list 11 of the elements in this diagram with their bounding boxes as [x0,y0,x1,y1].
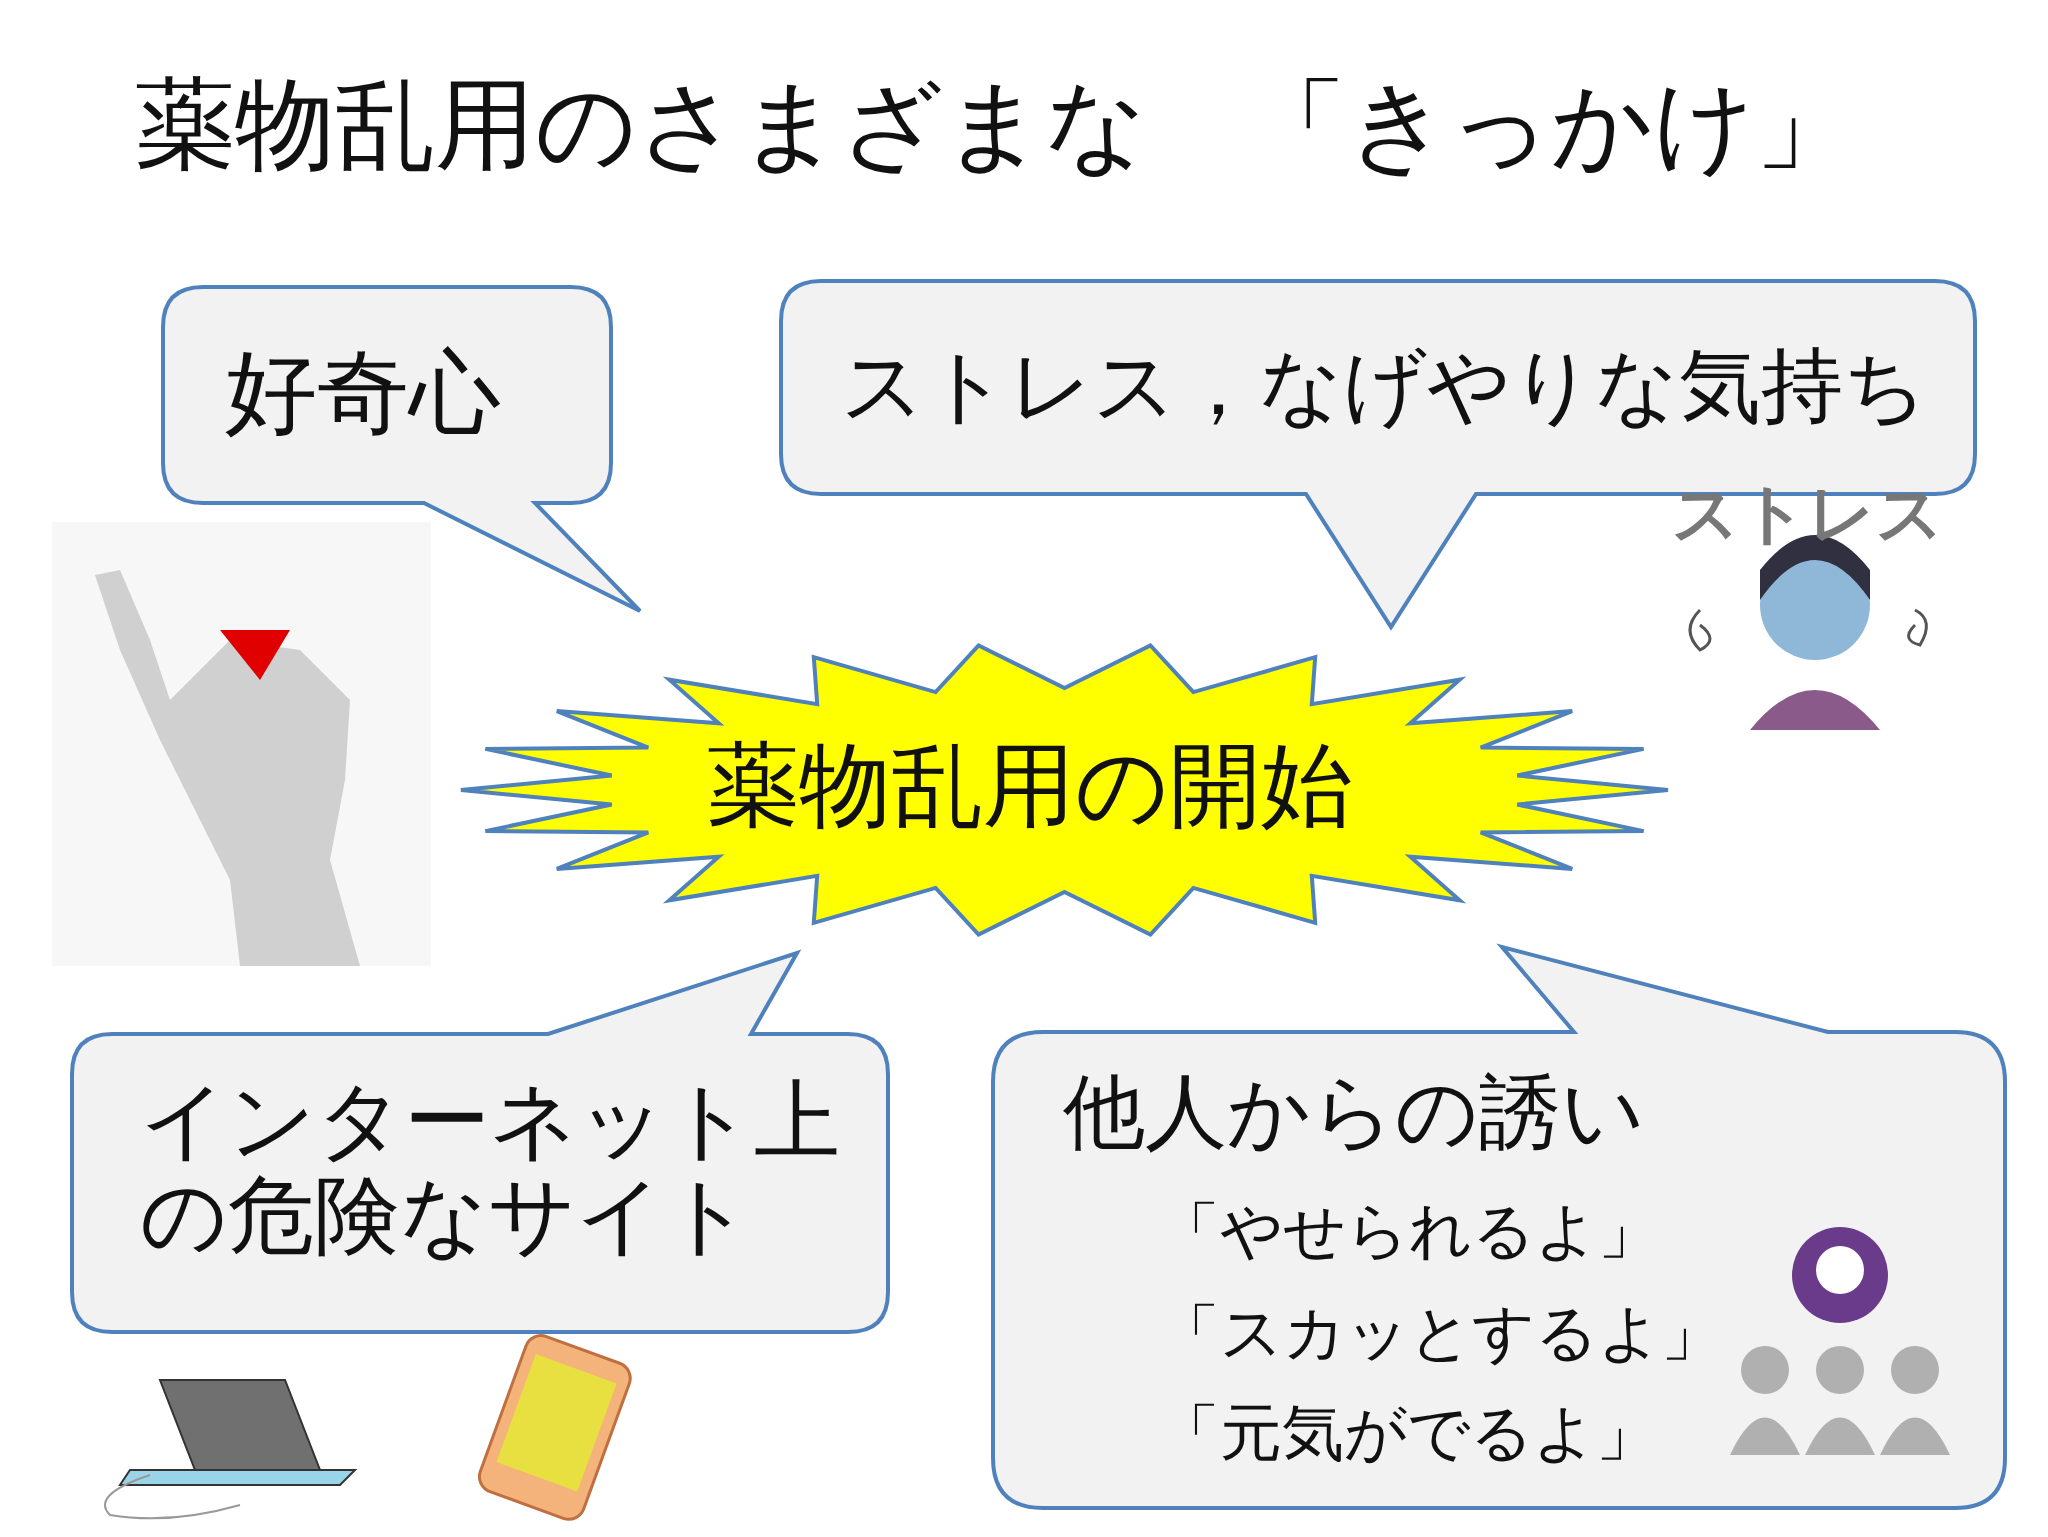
quote-text: 「スカッとするよ」 [1158,1299,1723,1368]
quote-text: 「元気がでるよ」 [1158,1399,1658,1468]
title: 薬物乱用のさまざまな 「きっかけ」 [135,70,1855,180]
bubble-text: 他人からの誘い [1063,1067,1645,1158]
center-label: 薬物乱用の開始 [707,735,1353,837]
bubble-text: ストレス，なげやりな気持ち [841,341,1927,432]
bubble-text: インターネット上の危険なサイト [140,1073,840,1263]
quote-text: 「やせられるよ」 [1158,1197,1660,1266]
speech-bubble [163,287,640,611]
illustration-lettering: ストレス [1672,478,1944,551]
bubble-text: 好奇心 [225,342,501,444]
